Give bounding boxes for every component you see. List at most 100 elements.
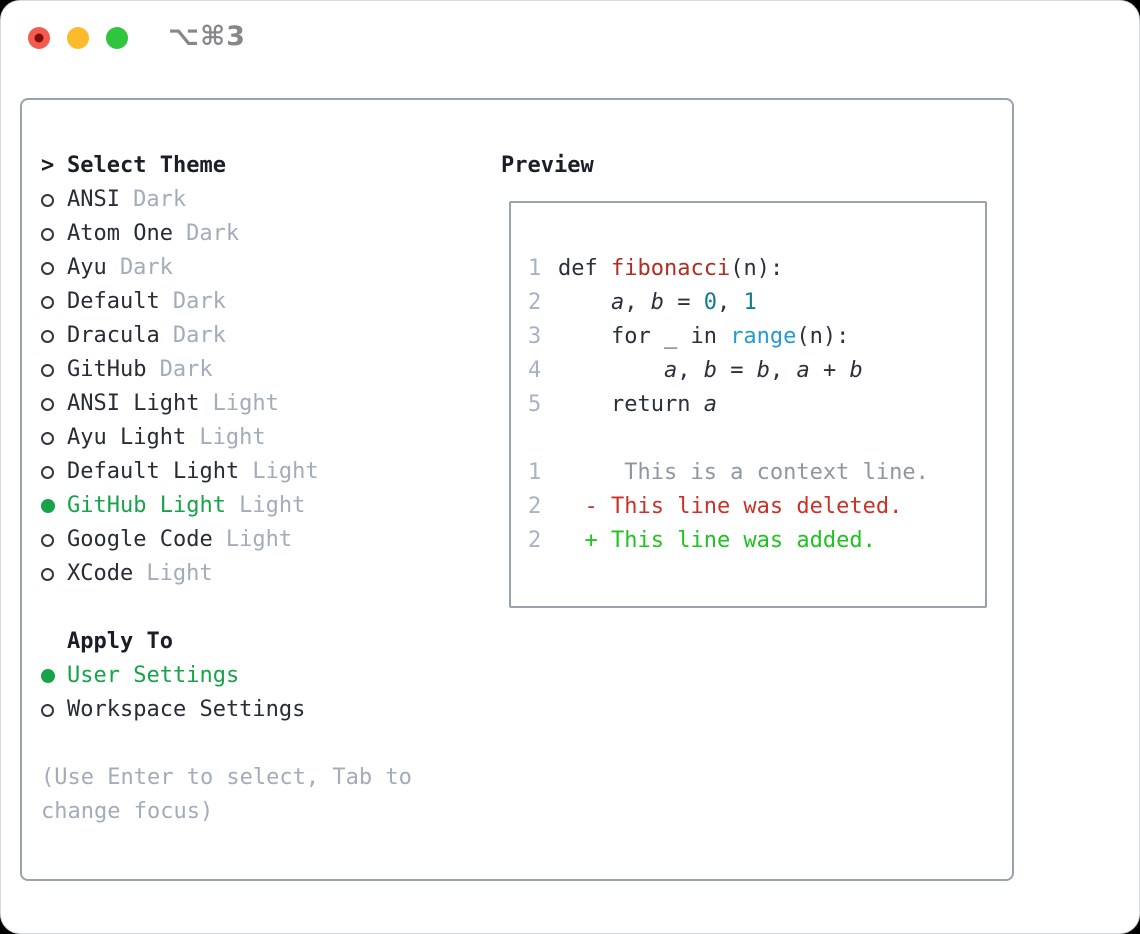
window-title: ⌥⌘3 [168,21,246,52]
theme-option-atom-one[interactable]: Atom One Dark [41,217,481,251]
line-number: 2 [528,494,542,519]
zoom-button[interactable] [106,27,128,49]
option-label: Workspace Settings [67,697,306,722]
code-token: b [756,358,770,383]
code-token: def [558,256,611,281]
code-token: , [769,358,797,383]
radio-marker [41,261,67,275]
theme-option-google-code[interactable]: Google Code Light [41,523,481,557]
minimize-button[interactable] [67,27,89,49]
radio-selected-icon [41,669,55,683]
option-label: Ayu Light [67,425,187,450]
apply-to-header: Apply To [41,625,481,659]
variant-label: Dark [186,221,240,246]
radio-unselected-icon [41,363,54,377]
variant-label: Dark [119,255,173,280]
option-label: ANSI Light [67,391,200,416]
code-token: (n): [796,324,850,349]
code-line: 2 + This line was added. [528,524,985,558]
traffic-lights [28,27,128,49]
option-label: GitHub Light [67,493,226,518]
code-line: 2 a, b = 0, 1 [528,286,985,320]
radio-marker [41,295,67,309]
code-line: 2 - This line was deleted. [528,490,985,524]
variant-label: Light [199,425,266,450]
radio-marker [41,499,67,513]
title-bar: ⌥⌘3 [1,1,1139,71]
preview-column: Preview [501,149,594,183]
line-number: 2 [528,290,542,315]
option-label: ANSI [67,187,120,212]
code-token: range [730,324,797,349]
variant-label: Light [146,561,213,586]
apply-option-workspace-settings[interactable]: Workspace Settings [41,693,481,727]
variant-label: Light [212,391,279,416]
radio-unselected-icon [41,227,54,241]
radio-unselected-icon [41,295,54,309]
code-token: = [663,290,704,315]
line-number: 3 [528,324,542,349]
radio-unselected-icon [41,703,54,717]
code-token: fibonacci [610,256,731,281]
radio-selected-icon [41,499,55,513]
option-label: Default Light [67,459,240,484]
code-token: This is a context line. [558,460,929,485]
code-token: a [796,358,810,383]
radio-unselected-icon [41,533,54,547]
code-line: 3 for _ in range(n): [528,320,985,354]
radio-marker [41,465,67,479]
code-token: + This line was added. [558,528,876,553]
variant-label: Light [252,459,319,484]
code-line: 4 a, b = b, a + b [528,354,985,388]
preview-label: Preview [501,153,594,178]
code-token: b [650,290,664,315]
option-label: Google Code [67,527,213,552]
radio-marker [41,397,67,411]
radio-unselected-icon [41,193,54,207]
apply-to-label: Apply To [67,629,173,654]
theme-option-xcode[interactable]: XCode Light [41,557,481,591]
line-number: 1 [528,256,542,281]
code-line: 5 return a [528,388,985,422]
theme-option-github-light[interactable]: GitHub Light Light [41,489,481,523]
option-label: Atom One [67,221,173,246]
radio-marker [41,193,67,207]
theme-option-ansi-light[interactable]: ANSI Light Light [41,387,481,421]
code-token: - This line was deleted. [558,494,903,519]
option-label: Dracula [67,323,160,348]
radio-unselected-icon [41,261,54,275]
option-label: GitHub [67,357,147,382]
option-label: XCode [67,561,134,586]
theme-option-ansi[interactable]: ANSI Dark [41,183,481,217]
radio-unselected-icon [41,567,54,581]
radio-marker [41,533,67,547]
select-theme-header: > Select Theme [41,149,481,183]
radio-marker [41,329,67,343]
radio-marker [41,703,67,717]
code-token: 1 [743,290,757,315]
apply-option-user-settings[interactable]: User Settings [41,659,481,693]
theme-option-ayu-light[interactable]: Ayu Light Light [41,421,481,455]
radio-marker [41,363,67,377]
variant-label: Light [225,527,293,552]
code-token [558,286,611,320]
variant-label: Light [239,493,306,518]
line-number: 4 [528,358,542,383]
option-label: Default [67,289,160,314]
theme-option-default-light[interactable]: Default Light Light [41,455,481,489]
code-token [558,354,664,388]
close-button[interactable] [28,27,50,49]
variant-label: Dark [133,187,187,212]
radio-marker [41,431,67,445]
